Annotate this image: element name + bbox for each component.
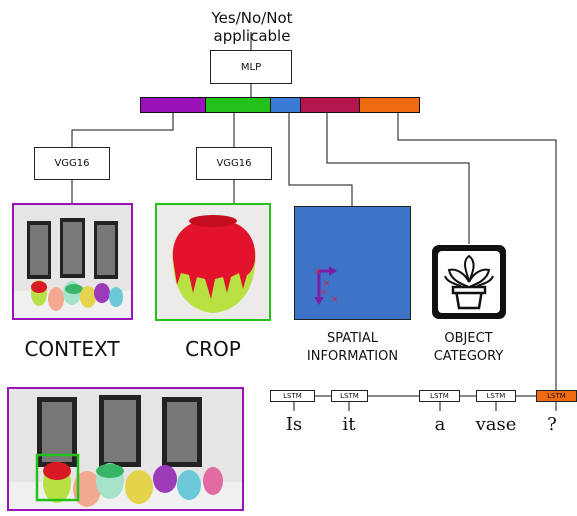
lstm-feature-segment (359, 97, 420, 113)
svg-text:×: × (331, 295, 339, 305)
context-label: CONTEXT (24, 337, 120, 361)
question-word-4: vase (475, 414, 517, 435)
lstm-cell-2: LSTM (331, 390, 368, 402)
object-category-label: OBJECT CATEGORY (416, 330, 521, 366)
spatial-label-line2: INFORMATION (306, 349, 399, 364)
lstm-cell-5-final: LSTM (536, 390, 577, 402)
category-label-line2: CATEGORY (433, 349, 504, 364)
spatial-coordinate-icon: × × × × (314, 266, 339, 305)
object-category-plant-icon (432, 245, 506, 319)
question-word-3: a (434, 414, 446, 435)
crop-image (155, 203, 271, 321)
crop-feature-segment (205, 97, 271, 113)
spatial-information-box: × × × × (294, 206, 411, 320)
lstm-cell-4: LSTM (476, 390, 516, 402)
svg-text:×: × (323, 279, 331, 289)
question-word-2: it (342, 414, 356, 435)
spatial-feature-segment (270, 97, 301, 113)
lstm-cell-3: LSTM (419, 390, 460, 402)
mlp-box: MLP (210, 50, 292, 84)
vgg16-context-box: VGG16 (34, 147, 110, 180)
svg-text:×: × (320, 288, 328, 298)
output-label: Yes/No/Not applicable (211, 9, 293, 45)
context-image (12, 203, 133, 320)
crop-label: CROP (185, 337, 241, 361)
category-feature-segment (300, 97, 360, 113)
lstm-cell-1: LSTM (270, 390, 315, 402)
category-label-line1: OBJECT (444, 331, 493, 346)
context-feature-segment (140, 97, 206, 113)
spatial-label-line1: SPATIAL (326, 331, 379, 346)
spatial-information-label: SPATIAL INFORMATION (294, 330, 411, 366)
full-scene-image (7, 387, 244, 511)
vgg16-crop-box: VGG16 (196, 147, 272, 180)
svg-text:×: × (314, 267, 322, 277)
question-word-5: ? (547, 414, 557, 435)
question-word-1: Is (285, 414, 303, 435)
